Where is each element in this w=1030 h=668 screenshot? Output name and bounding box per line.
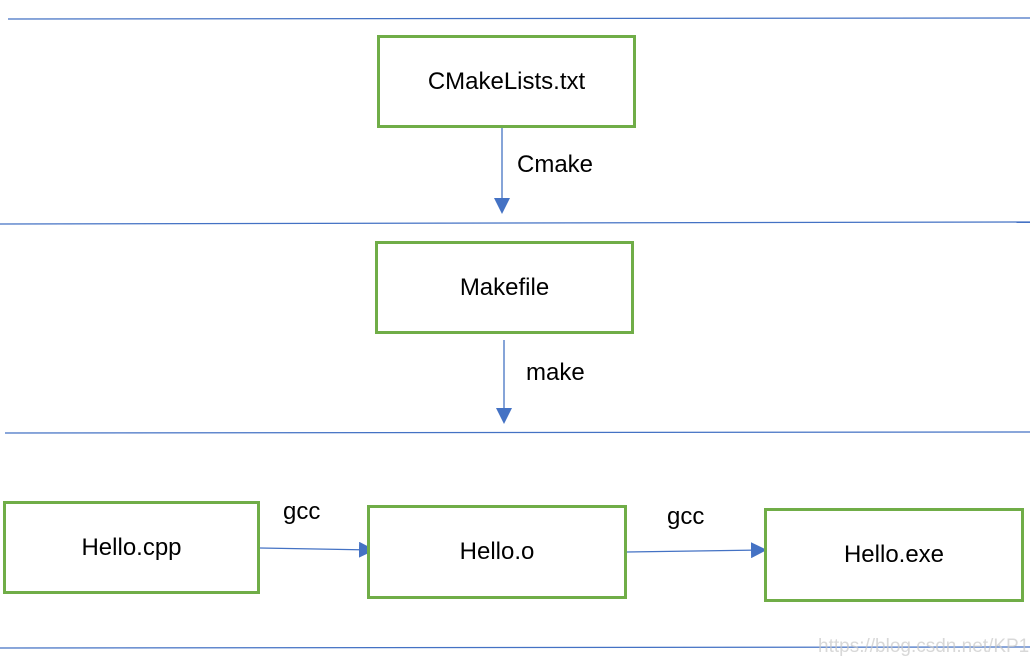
node-hello-exe: Hello.exe — [764, 508, 1024, 602]
node-hello-o: Hello.o — [367, 505, 627, 599]
separator-line — [4, 431, 1030, 434]
node-cmakelists: CMakeLists.txt — [377, 35, 636, 128]
arrow-gcc-2 — [625, 542, 767, 559]
node-label: Makefile — [459, 273, 550, 301]
node-label: Hello.cpp — [81, 533, 182, 561]
edge-label-make: make — [526, 359, 585, 386]
node-label: Hello.exe — [843, 541, 945, 568]
node-label: CMakeLists.txt — [427, 67, 586, 95]
separator-line — [7, 17, 1030, 20]
edge-label-cmake: Cmake — [517, 151, 594, 178]
node-makefile: Makefile — [375, 241, 634, 334]
edge-label-gcc-2: gcc — [667, 503, 705, 530]
node-hello-cpp: Hello.cpp — [3, 501, 260, 594]
watermark: https://blog.csdn.net/KP1995 — [818, 636, 1030, 657]
separator-line — [0, 646, 1030, 649]
separator-line — [0, 221, 1030, 225]
node-label: Hello.o — [459, 538, 535, 565]
arrow-gcc-1 — [259, 541, 375, 558]
edge-label-gcc-1: gcc — [283, 498, 321, 525]
